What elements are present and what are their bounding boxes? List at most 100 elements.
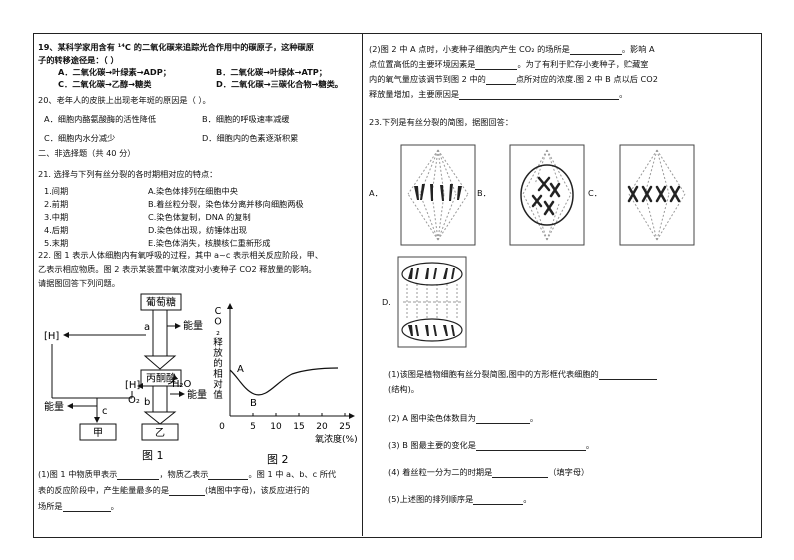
- q22-1-text-g: 。: [110, 501, 119, 511]
- arrow-b-shaft: [152, 385, 168, 413]
- q23-4-text-b: （填字母）: [548, 467, 590, 477]
- q22-1-text-c: 。图 1 中 a、b、c 所代: [248, 469, 337, 479]
- q21-feature: D.染色体出现，纺锤体出现: [148, 225, 247, 235]
- q23-5-text-a: (5)上述图的排列顺序是: [388, 494, 474, 504]
- answer-blank[interactable]: [117, 470, 160, 481]
- cell-d-bottom-chromosomes: [408, 325, 455, 336]
- q23-4-text-a: (4) 着丝粒一分为二的时期是: [388, 467, 493, 477]
- q19-option-a: A．二氧化碳→叶绿素→ADP；: [58, 67, 171, 77]
- point-a-label: A: [237, 364, 244, 375]
- cell-c-label: C．: [588, 188, 602, 198]
- q20-option-d: D．细胞内的色素逐渐积累: [202, 133, 299, 143]
- q20-stem: 20、老年人的皮肤上出现老年斑的原因是（ ）。: [38, 95, 211, 105]
- arrow-b-head: [143, 411, 177, 425]
- q22-2-text-b: 。影响 A: [621, 44, 655, 54]
- q23-1-text-a: (1)该图是植物细胞有丝分裂简图,图中的方形框代表细胞的: [388, 369, 599, 379]
- y-axis-label-char: 放: [213, 347, 223, 359]
- q19-line2: 子的转移途径是：（ ）: [38, 55, 119, 65]
- jia-label: 甲: [93, 428, 103, 439]
- q21-phase: 4.后期: [44, 225, 69, 235]
- jia-box: [79, 423, 117, 441]
- answer-blank[interactable]: [569, 45, 622, 56]
- q21-stem: 21. 选择与下列有丝分裂的各时期相对应的特点：: [38, 169, 218, 179]
- q22-2-text-h: 。: [619, 89, 628, 99]
- h-label-2: [H]: [125, 380, 140, 391]
- y-axis-label-char: 值: [213, 389, 223, 401]
- stage-b-label: b: [144, 397, 150, 408]
- co2-curve: [229, 367, 339, 396]
- q19-option-b: B．二氧化碳→叶绿体→ATP；: [216, 67, 327, 77]
- arrow-a-shaft: [152, 309, 168, 357]
- answer-blank[interactable]: [62, 502, 111, 513]
- answer-blank[interactable]: [208, 470, 249, 481]
- page-frame: [33, 33, 762, 538]
- q23-stem: 23.下列是有丝分裂的简图，据图回答：: [369, 117, 514, 127]
- x-tick-label: 25: [339, 422, 350, 432]
- q23-1-text-b: (结构)。: [388, 384, 419, 394]
- q19-option-c: C．二氧化碳→乙醇→糖类: [58, 79, 152, 89]
- h2o-arrow: [167, 374, 179, 385]
- q21-feature: E.染色体消失，核膜核仁重新形成: [148, 238, 271, 248]
- answer-blank[interactable]: [492, 468, 549, 479]
- figure-1-diagram: 葡萄糖 a 能量 [H] 丙酮酸 b H₂O 能量 [H] O₂ c 能量 甲 …: [44, 293, 207, 462]
- stage-c-label: c: [102, 406, 108, 417]
- answer-blank[interactable]: [459, 90, 620, 101]
- q22-1-text-b: ，物质乙表示: [159, 469, 209, 479]
- q21-phase: 5.末期: [44, 238, 69, 248]
- pyruvate-label: 丙酮酸: [146, 372, 176, 385]
- point-b-label: B: [250, 398, 257, 409]
- energy-label-a: 能量: [183, 319, 203, 332]
- cell-a-label: A．: [369, 188, 383, 198]
- x-tick-label: 0: [219, 422, 225, 432]
- answer-blank[interactable]: [473, 495, 524, 506]
- answer-blank[interactable]: [485, 75, 516, 86]
- yi-label: 乙: [155, 427, 165, 439]
- yi-box: [141, 423, 179, 441]
- answer-blank[interactable]: [475, 441, 586, 452]
- cell-b-chromosomes: [531, 176, 561, 216]
- y-axis-label-char: O: [214, 317, 221, 328]
- y-axis-label-char: C: [215, 306, 222, 317]
- q22-2-text-a: (2)图 2 中 A 点时，小麦种子细胞内产生 CO₂ 的场所是: [369, 44, 570, 54]
- energy-label-b: 能量: [187, 388, 207, 401]
- q22-1-text-d: 表的反应阶段中，产生能量最多的是: [38, 485, 170, 495]
- answer-blank[interactable]: [475, 60, 518, 71]
- figure-2-caption: 图 2: [267, 453, 289, 466]
- glucose-label: 葡萄糖: [146, 296, 176, 309]
- q22-line2: 乙表示相应物质。图 2 表示某装置中氧浓度对小麦种子 CO2 释放量的影响。: [38, 264, 317, 274]
- q23-5-text-b: 。: [523, 494, 532, 504]
- q21-feature: B.着丝粒分裂，染色体分离并移向细胞两极: [148, 199, 304, 209]
- answer-blank[interactable]: [598, 370, 657, 381]
- y-axis-label-char: ₂: [216, 327, 220, 338]
- y-axis-label-char: 对: [213, 379, 223, 391]
- y-axis-label-char: 相: [213, 368, 223, 380]
- q22-2-text-c: 点位置高低的主要环境因素是: [369, 59, 476, 69]
- x-tick-label: 20: [316, 422, 328, 432]
- answer-blank[interactable]: [475, 414, 530, 425]
- q22-line1: 22. 图 1 表示人体细胞内有氧呼吸的过程，其中 a~c 表示相关反应阶段，甲…: [38, 250, 324, 260]
- q20-option-c: C．细胞内水分减少: [44, 133, 116, 143]
- column-divider: [362, 33, 363, 536]
- cell-a-chromosomes: [414, 184, 462, 201]
- q21-phase: 2.前期: [44, 199, 69, 209]
- x-tick-label: 15: [293, 422, 304, 432]
- cell-d-diagram: [397, 256, 467, 348]
- cell-b-label: B．: [477, 188, 491, 198]
- q22-2-text-d: 。为了有利于贮存小麦种子，贮藏室: [517, 59, 649, 69]
- q22-1-text-f: 场所是: [38, 501, 63, 511]
- y-axis-label-char: 的: [213, 358, 223, 370]
- h-label-1: [H]: [44, 331, 59, 342]
- q22-line3: 请据图回答下列问题。: [38, 278, 120, 288]
- q22-2-text-g: 释放量增加，主要原因是: [369, 89, 460, 99]
- cell-d-label: D.: [382, 297, 391, 307]
- x-tick-label: 10: [270, 422, 282, 432]
- cell-c-chromosomes: [627, 185, 681, 203]
- y-axis-label-char: 释: [213, 337, 223, 349]
- answer-blank[interactable]: [169, 486, 206, 497]
- q19-option-d: D．二氧化碳→三碳化合物→糖类。: [216, 79, 343, 89]
- section-heading: 二、非选择题（共 40 分）: [38, 148, 136, 158]
- q22-1-text-a: (1)图 1 中物质甲表示: [38, 469, 118, 479]
- stage-a-label: a: [144, 322, 150, 333]
